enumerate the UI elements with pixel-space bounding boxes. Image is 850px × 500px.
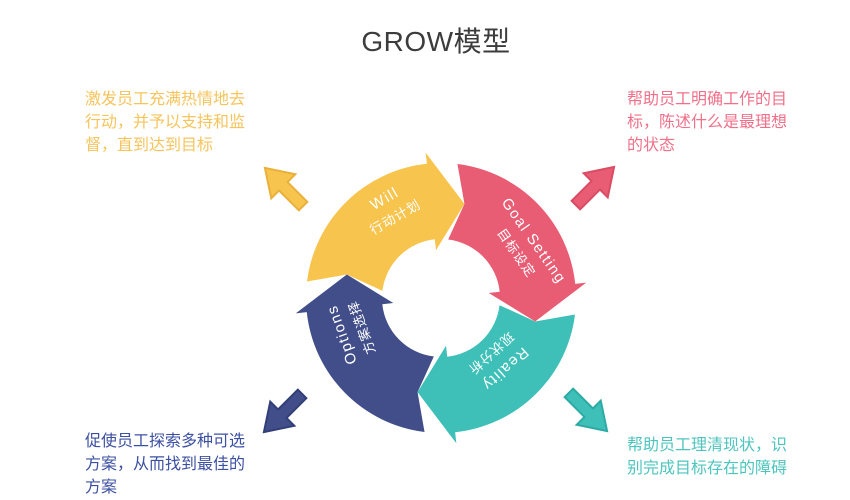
page-title: GROW模型 [361, 26, 511, 57]
grow-cycle-ring [295, 152, 587, 444]
arrow-down-left-icon [262, 388, 308, 434]
annotation-goal-description: 帮助员工明确工作的目 标，陈述什么是最理想 的状态 [627, 91, 788, 155]
segment-reality [417, 305, 575, 444]
annotation-will-description: 激发员工充满热情地去 行动，并予以支持和监 督，直到达到目标 [85, 91, 246, 155]
segment-goal-setting [448, 164, 587, 322]
arrow-up-left-icon [263, 166, 309, 212]
arrow-up-right-icon [570, 165, 616, 211]
annotation-options-description: 促使员工探索多种可选 方案，从而找到最佳的 方案 [85, 433, 246, 497]
annotation-reality-description: 帮助员工理清现状，识 别完成目标存在的障碍 [627, 437, 788, 478]
segment-will [307, 152, 465, 291]
arrow-down-right-icon [563, 387, 609, 433]
segment-options [295, 274, 434, 432]
